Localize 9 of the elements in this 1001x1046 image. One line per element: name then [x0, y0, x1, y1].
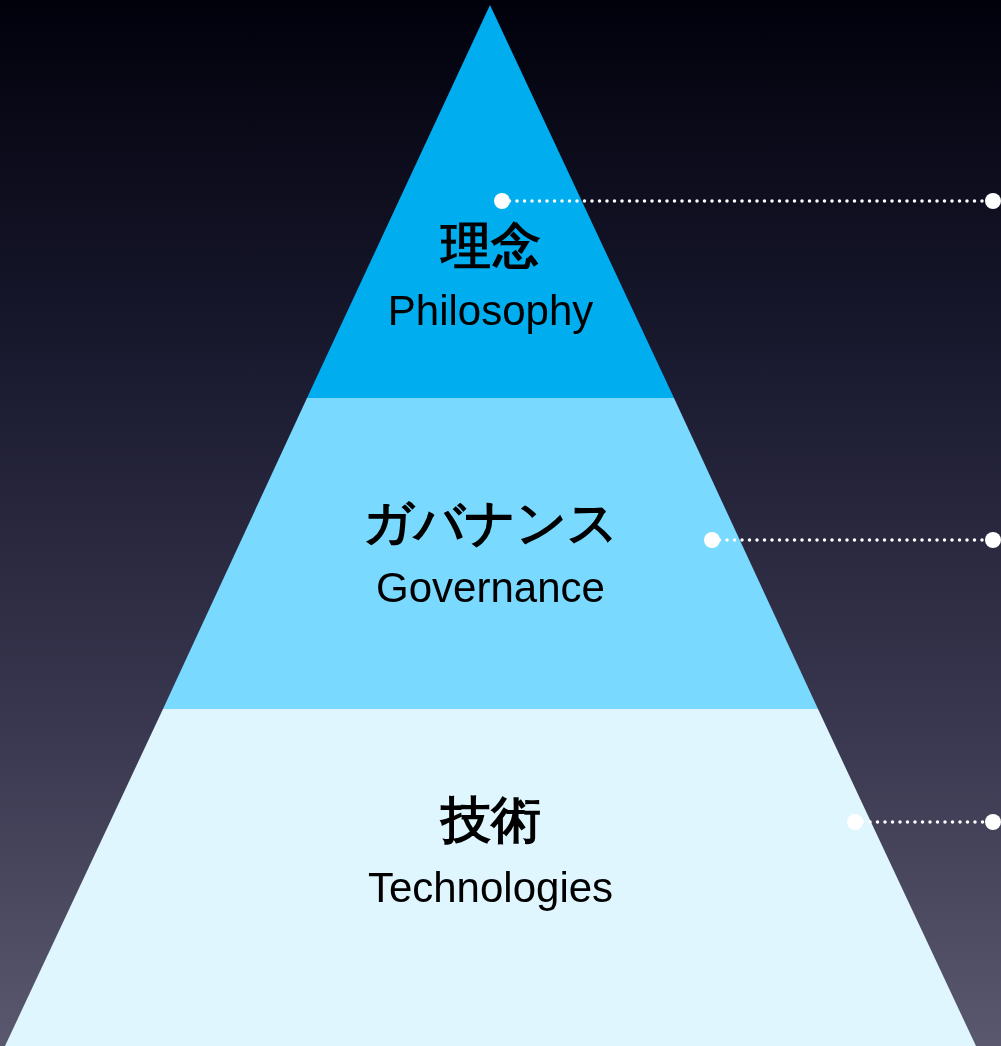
tier-title: 理念 [440, 216, 541, 277]
leader-line [704, 532, 1001, 548]
leader-line [847, 814, 1001, 830]
tier-subtitle: Governance [376, 564, 605, 612]
leader-line [494, 193, 1001, 209]
tier-title: ガバナンス [363, 493, 618, 554]
tier-subtitle: Technologies [367, 864, 614, 912]
tier-subtitle: Philosophy [387, 287, 594, 335]
tier-title: 技術 [440, 790, 541, 851]
